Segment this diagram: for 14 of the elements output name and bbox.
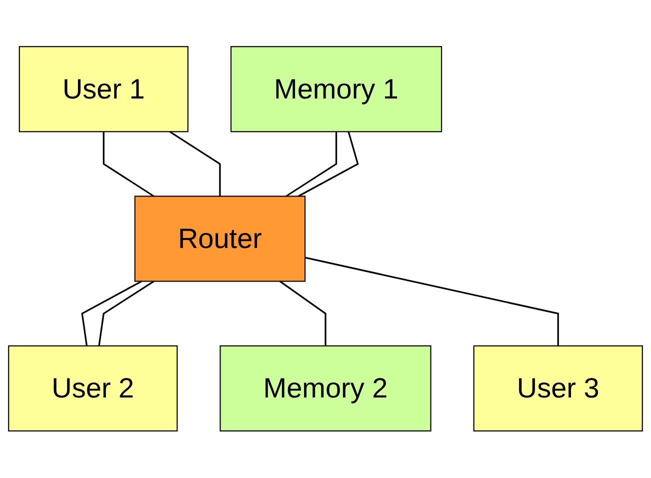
connector — [98, 280, 154, 346]
node-box: User 3 — [473, 346, 643, 432]
connector — [279, 280, 326, 346]
node-box: User 1 — [18, 46, 188, 132]
connector — [81, 280, 142, 346]
node-box: Memory 2 — [220, 346, 432, 432]
connector — [304, 257, 559, 346]
node-box: Memory 1 — [230, 46, 442, 132]
node-box: Router — [134, 196, 306, 282]
connector — [169, 131, 221, 196]
connector — [298, 132, 359, 198]
node-box: User 2 — [8, 346, 178, 432]
connector — [286, 132, 338, 198]
connector — [102, 132, 154, 198]
